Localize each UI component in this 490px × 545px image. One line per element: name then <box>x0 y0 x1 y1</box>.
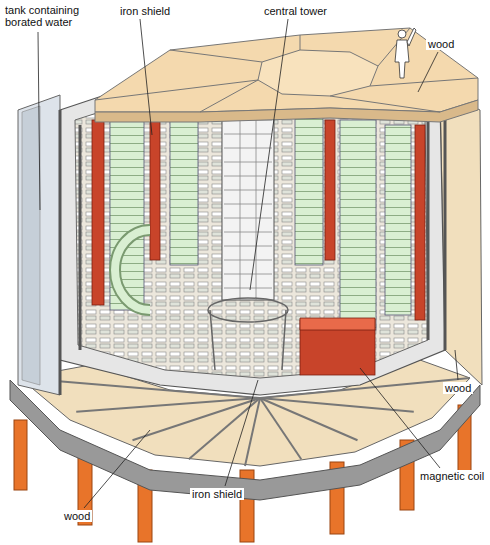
stroke <box>224 134 272 135</box>
stroke <box>224 176 272 177</box>
stroke <box>256 100 257 300</box>
frame-posts <box>60 100 445 395</box>
stroke <box>224 260 272 261</box>
central-tower <box>208 100 288 370</box>
tank-label: tank containing borated water <box>3 4 99 28</box>
inner-wall <box>75 95 428 378</box>
material-label: wood <box>62 510 92 522</box>
stroke <box>224 204 272 205</box>
material-label: wood <box>443 382 473 394</box>
curved-coil <box>115 230 150 310</box>
stroke <box>224 246 272 247</box>
wood-panel <box>440 90 482 385</box>
stroke <box>224 162 272 163</box>
stroke <box>245 398 260 466</box>
iron-shield <box>60 78 445 395</box>
part-label: iron shield <box>190 488 244 500</box>
part-label: iron shield <box>118 5 172 17</box>
stroke <box>260 398 358 440</box>
stroke <box>224 148 272 149</box>
stroke <box>224 218 272 219</box>
wood-lid <box>95 28 478 122</box>
stroke <box>224 274 272 275</box>
material-label: wood <box>426 38 456 50</box>
stroke <box>224 232 272 233</box>
stroke <box>224 190 272 191</box>
part-label: central tower <box>262 5 329 17</box>
part-label: magnetic coil <box>418 470 486 482</box>
stroke <box>224 288 272 289</box>
stroke <box>76 398 260 412</box>
stroke <box>240 100 241 300</box>
person-figure <box>395 28 416 78</box>
leader-lines <box>38 19 458 508</box>
stroke <box>260 398 414 412</box>
